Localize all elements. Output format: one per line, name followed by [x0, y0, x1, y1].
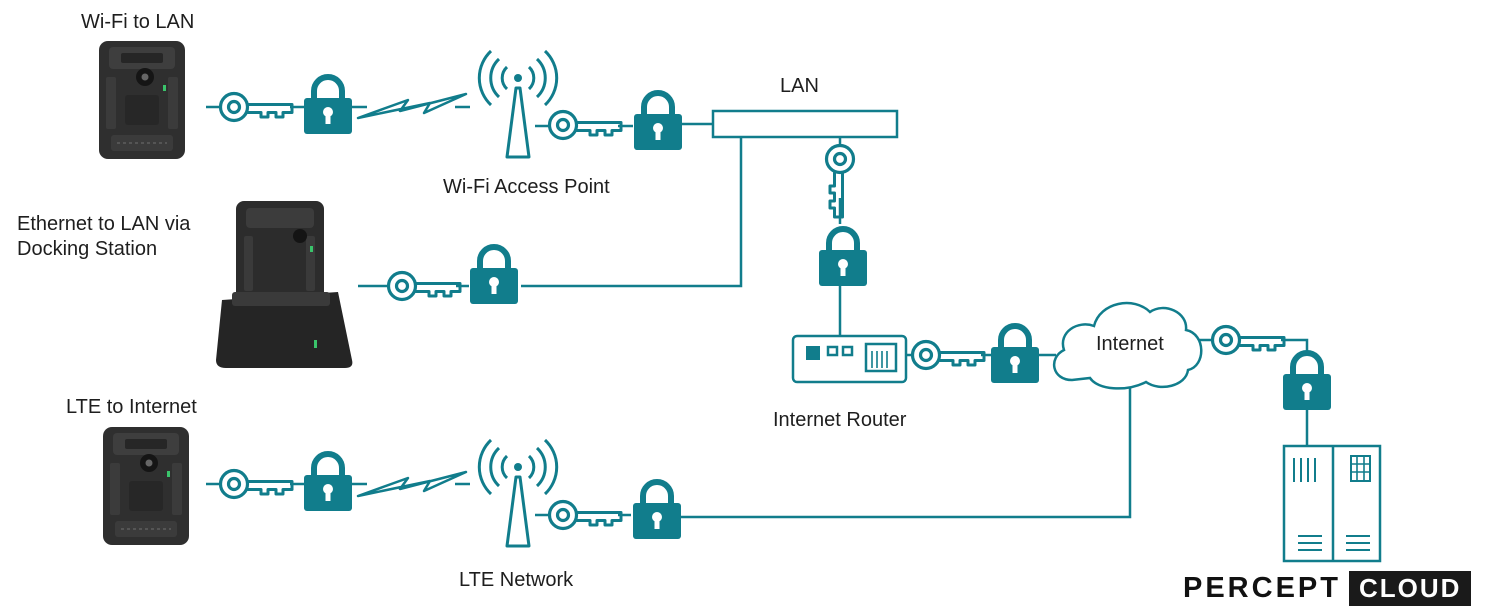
- body-camera-icon: [98, 40, 186, 160]
- lock-icon: [991, 326, 1039, 383]
- ethernet-label-line1: Ethernet to LAN via: [17, 213, 191, 235]
- key-icon: [218, 91, 294, 123]
- antenna-icon: [477, 438, 559, 548]
- brand-word-percept: PERCEPT: [1183, 571, 1341, 604]
- lte-network-label: LTE Network: [459, 569, 574, 591]
- lock-icon: [304, 454, 352, 511]
- lock-icon: [304, 77, 352, 134]
- docking-station-icon: [216, 201, 353, 368]
- wifi-ap-to-lan-line: [535, 122, 713, 128]
- lan-switch: [711, 109, 899, 139]
- lte-to-internet-line: [535, 382, 1132, 519]
- wifi-access-point-label: Wi-Fi Access Point: [443, 176, 610, 198]
- key-icon: [1210, 324, 1286, 356]
- lightning-icon: [356, 470, 468, 498]
- lock-icon: [633, 482, 681, 539]
- internet-label: Internet: [1096, 333, 1164, 355]
- lock-icon: [634, 93, 682, 150]
- key-icon: [910, 339, 986, 371]
- antenna-icon: [477, 49, 559, 159]
- lte-to-internet-label: LTE to Internet: [66, 396, 197, 418]
- cloud-icon: [1052, 301, 1203, 390]
- lan-label: LAN: [780, 75, 819, 97]
- lightning-icon: [356, 92, 468, 120]
- server-icon: [1282, 444, 1382, 563]
- router-icon: [791, 334, 908, 384]
- body-camera-icon: [102, 426, 190, 546]
- lock-icon: [1283, 353, 1331, 410]
- lan-to-docking-line: [521, 137, 743, 288]
- lock-icon: [819, 229, 867, 286]
- key-icon: [386, 270, 462, 302]
- brand-word-cloud: CLOUD: [1348, 570, 1472, 606]
- internet-router-label: Internet Router: [773, 409, 907, 431]
- key-icon: [547, 499, 623, 531]
- key-icon: [547, 109, 623, 141]
- lock-icon: [470, 247, 518, 304]
- key-icon: [218, 468, 294, 500]
- wifi-to-lan-label: Wi-Fi to LAN: [81, 11, 195, 33]
- brand-logo: PERCEPT CLOUD: [1183, 570, 1472, 606]
- ethernet-label-line2: Docking Station: [17, 238, 158, 260]
